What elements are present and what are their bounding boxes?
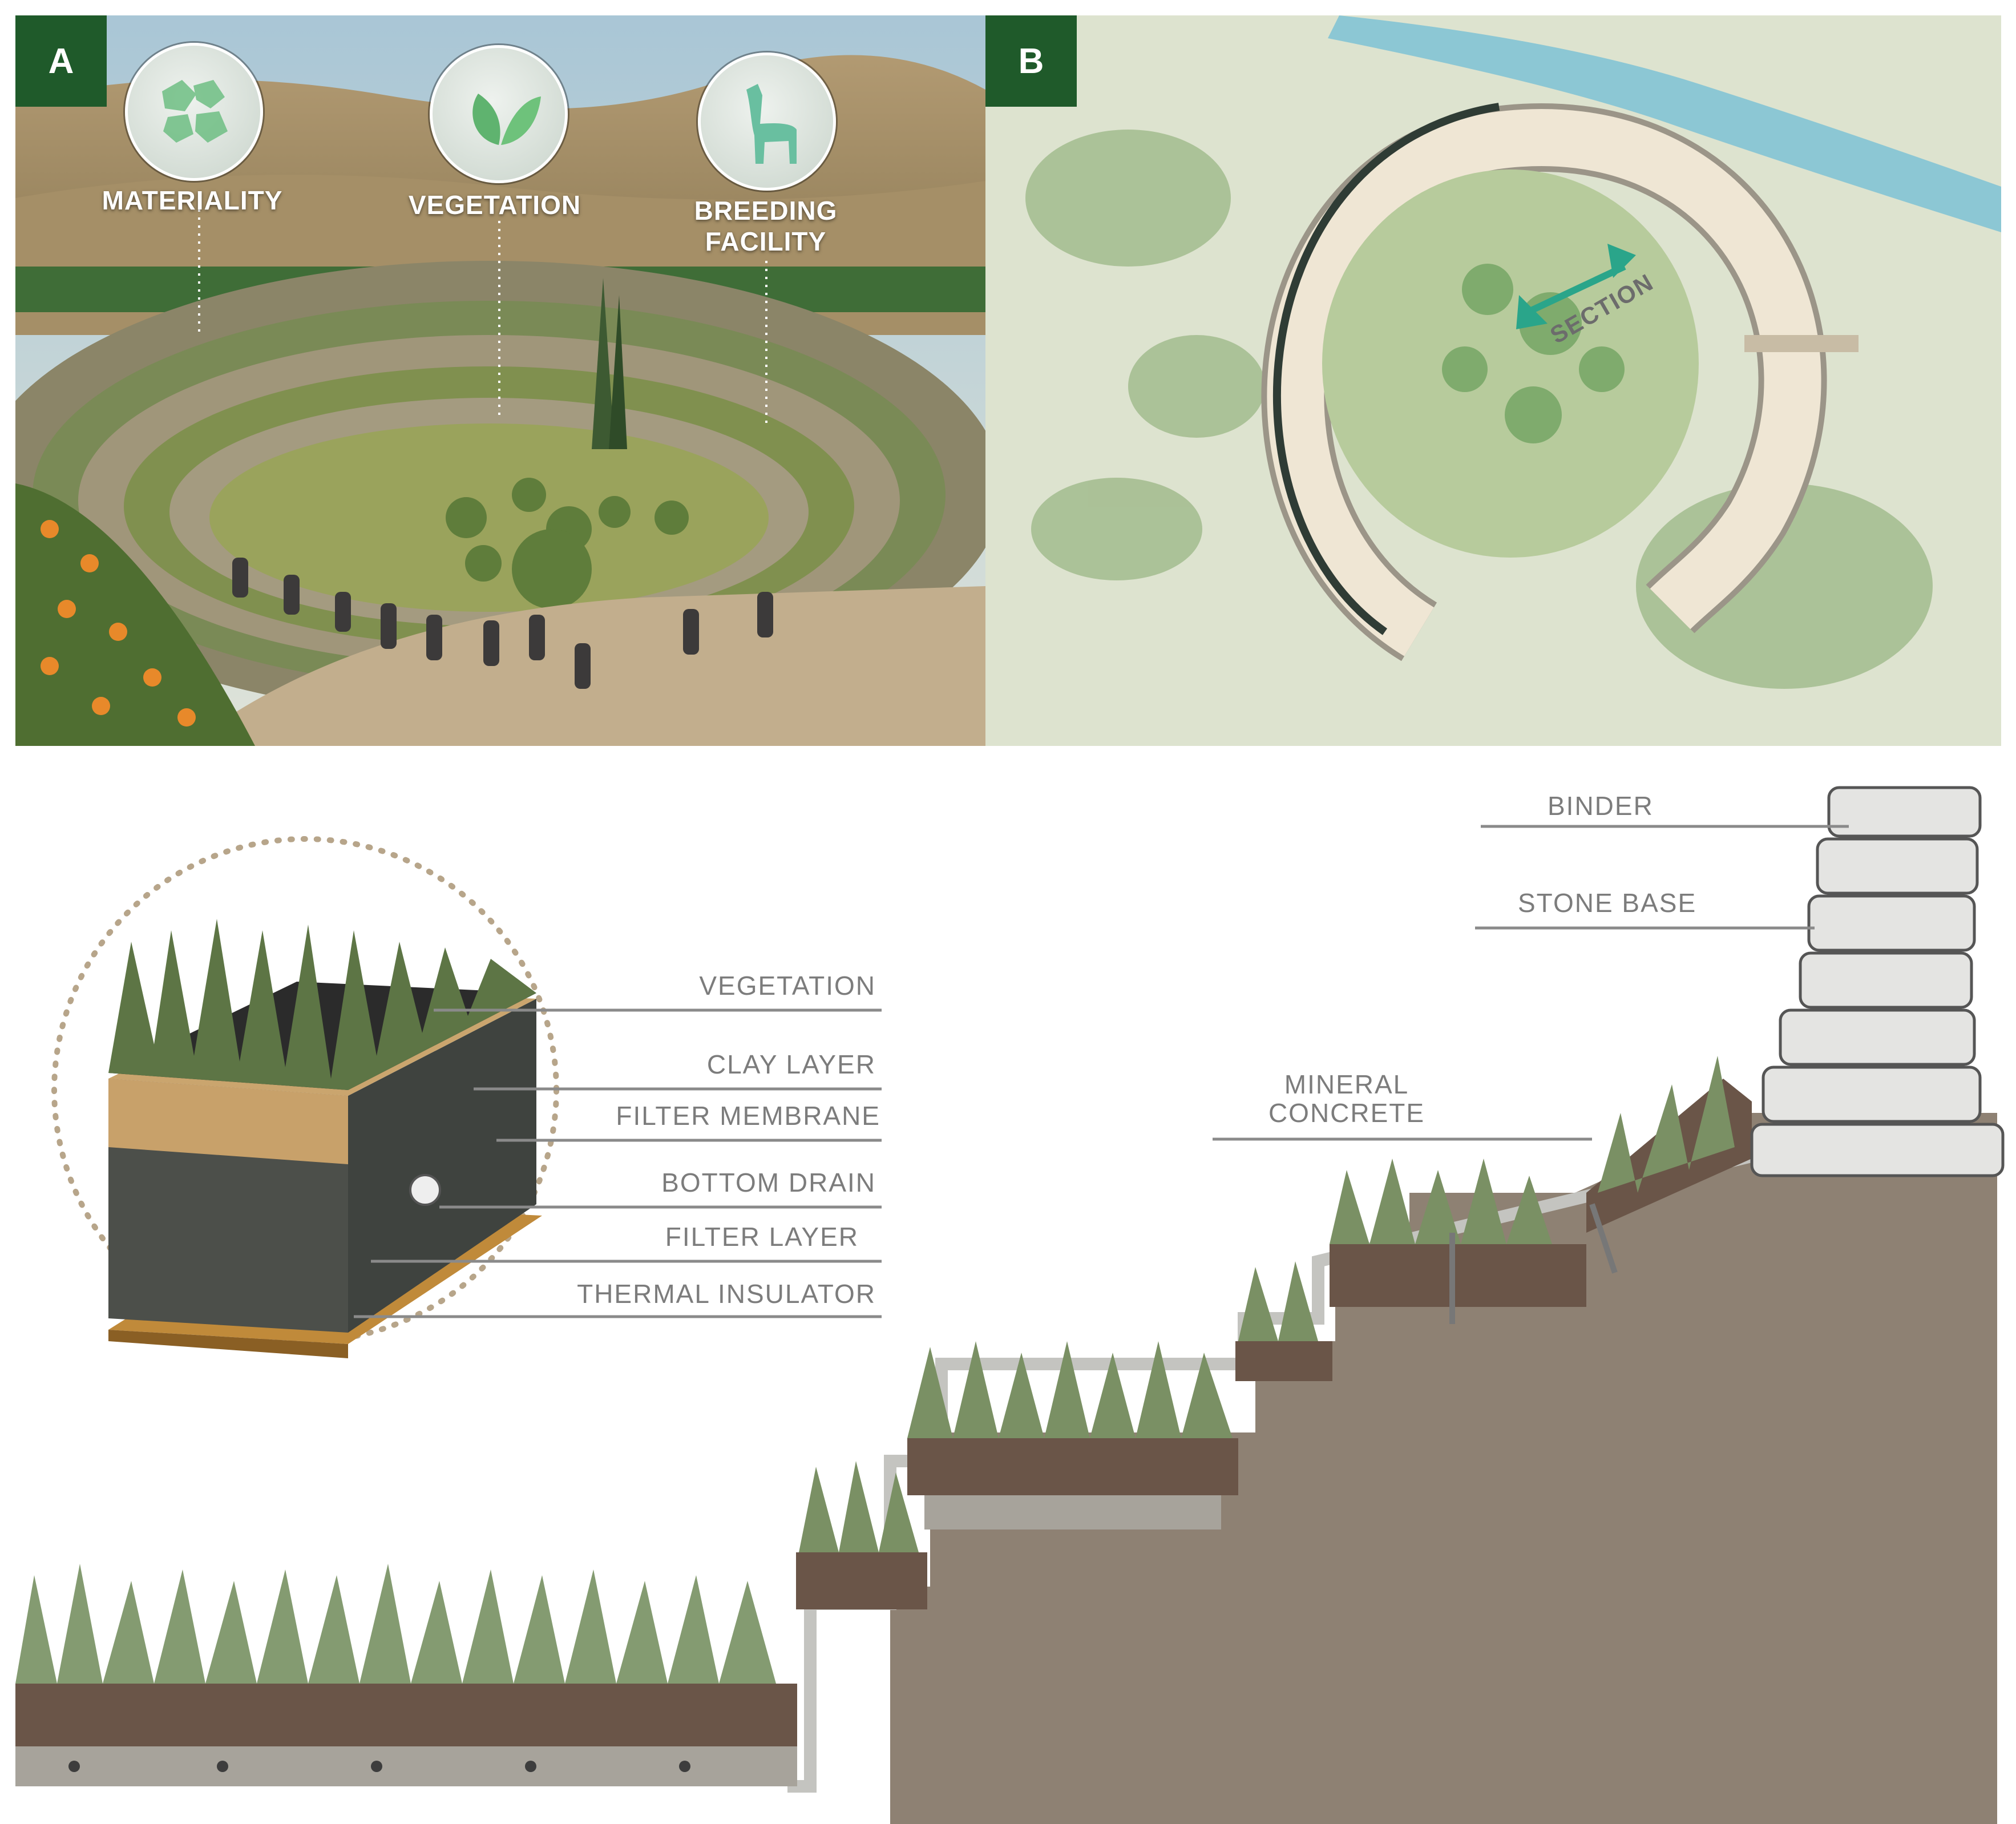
amphitheatre-illustration xyxy=(15,15,985,746)
layer-label-vegetation: VEGETATION xyxy=(699,971,876,1000)
mineral-concrete-label: MINERAL CONCRETE xyxy=(1268,1070,1425,1128)
stones-icon xyxy=(125,43,263,181)
alpaca-icon xyxy=(698,53,836,191)
layer-label-bottom-drain: BOTTOM DRAIN xyxy=(661,1168,876,1197)
binder-label: BINDER xyxy=(1548,791,1654,821)
leaves-icon xyxy=(430,45,568,183)
panel-b-site-plan: B SECTION xyxy=(985,15,2001,746)
materiality-caption: MATERIALITY xyxy=(102,185,283,215)
layer-label-filter-membrane: FILTER MEMBRANE xyxy=(616,1101,880,1131)
panel-a-badge: A xyxy=(15,15,107,107)
stone-base-label: STONE BASE xyxy=(1518,888,1697,918)
panel-b-badge: B xyxy=(985,15,1077,107)
breeding-facility-caption: BREEDING FACILITY xyxy=(694,196,838,256)
panel-a-render: A MATERIALITY VEGETATION BREEDING FACILI… xyxy=(15,15,985,746)
layer-label-filter-layer: FILTER LAYER xyxy=(665,1222,859,1252)
layer-label-clay: CLAY LAYER xyxy=(706,1050,876,1079)
vegetation-caption: VEGETATION xyxy=(408,190,581,220)
layer-label-thermal-insulator: THERMAL INSULATOR xyxy=(577,1279,876,1309)
site-plan-drawing xyxy=(985,15,2001,746)
terrace-section-drawing xyxy=(15,786,2005,1824)
